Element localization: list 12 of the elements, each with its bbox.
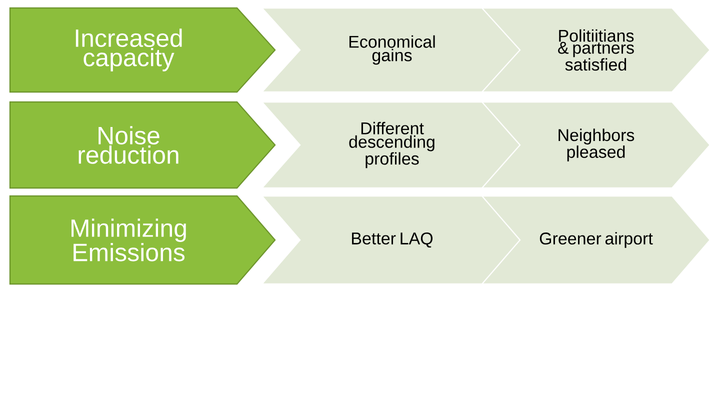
chevron-box: Better LAQ [260, 195, 523, 285]
chevron-box: Different descending profiles [260, 101, 523, 189]
chevron-box: Economical gains [260, 7, 523, 93]
node-label: Greener airport [540, 232, 653, 248]
chevron-box: Greener airport [480, 195, 711, 285]
chevron-box: Neighbors pleased [480, 101, 711, 189]
chevron-box: Politiitians & partners satisfied [480, 7, 711, 93]
process-box: Noise reduction [9, 101, 276, 189]
process-box: Minimizing Emissions [9, 195, 276, 285]
node-label: Neighbors pleased [558, 128, 634, 162]
node-label: Politiitians & partners satisfied [558, 29, 634, 71]
process-box: Increased capacity [9, 7, 276, 93]
